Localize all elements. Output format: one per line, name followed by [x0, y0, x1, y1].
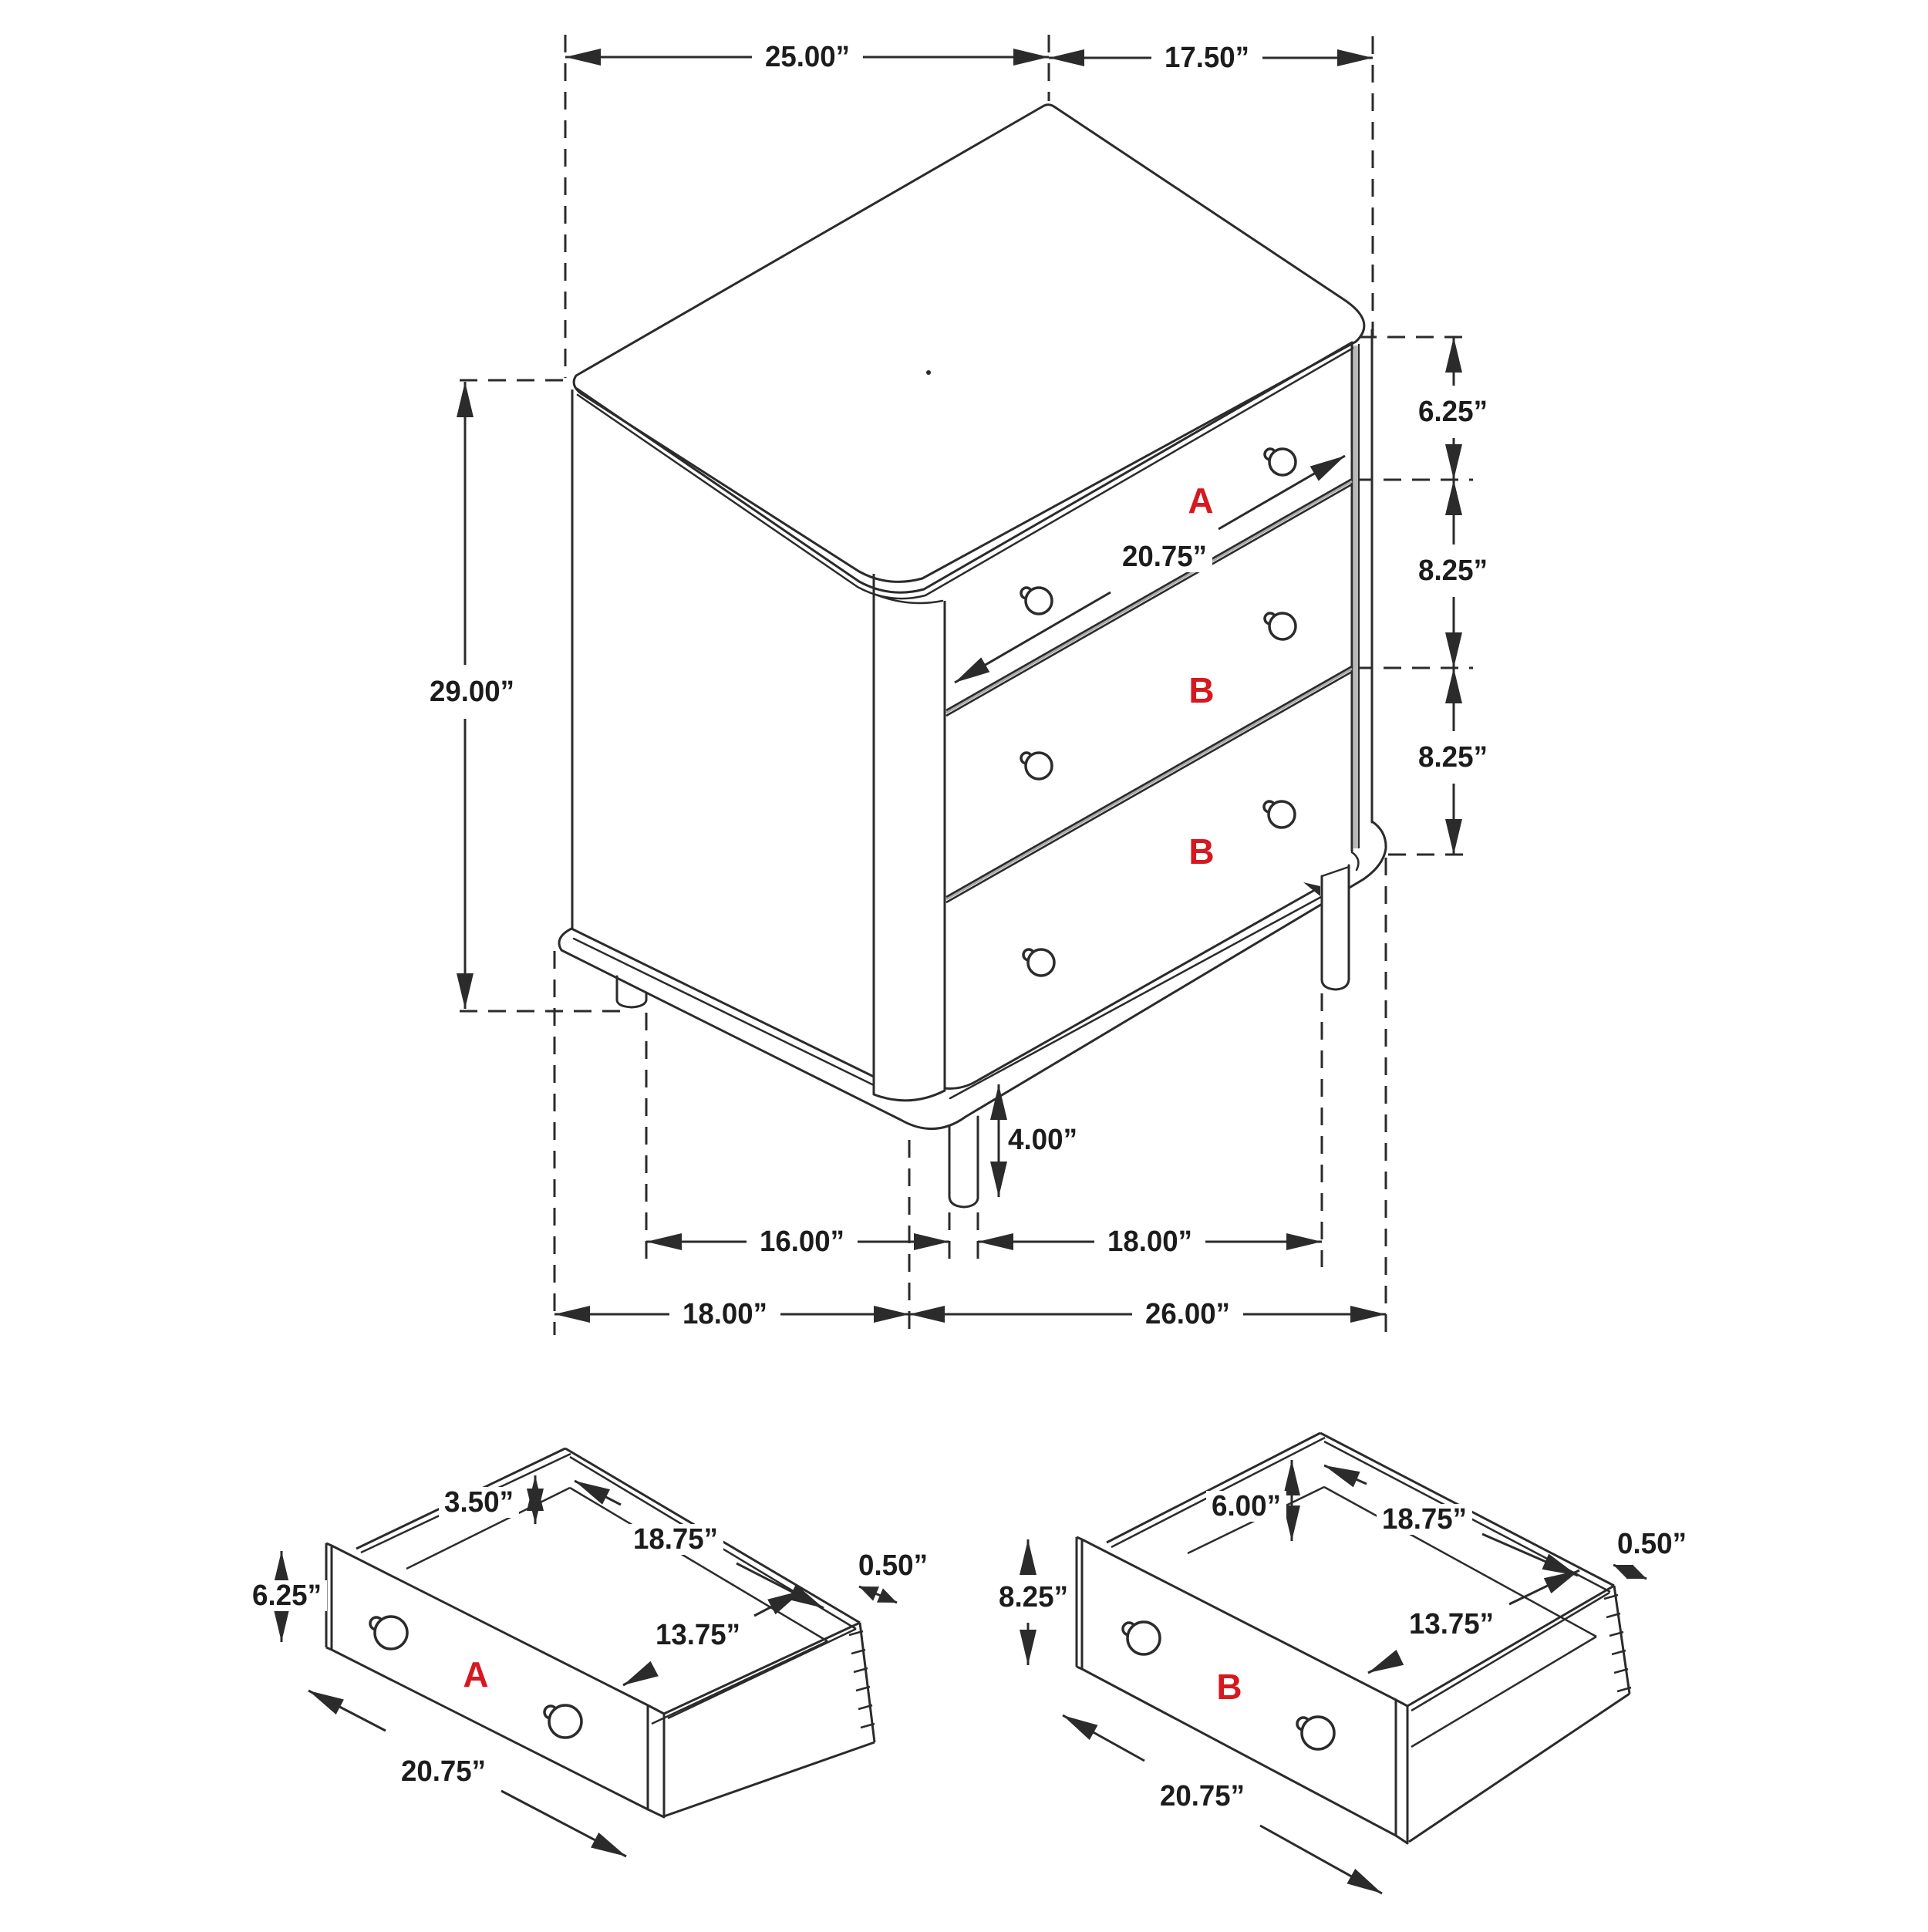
svg-text:B: B — [1216, 1667, 1242, 1707]
svg-text:0.50”: 0.50” — [1617, 1528, 1687, 1560]
svg-text:B: B — [1188, 670, 1214, 710]
svg-text:20.75”: 20.75” — [1160, 1780, 1245, 1812]
svg-text:18.00”: 18.00” — [683, 1298, 767, 1330]
svg-text:3.50”: 3.50” — [444, 1486, 514, 1519]
svg-text:18.75”: 18.75” — [1382, 1503, 1467, 1536]
svg-text:A: A — [1188, 480, 1213, 521]
svg-text:0.50”: 0.50” — [858, 1549, 928, 1582]
svg-text:26.00”: 26.00” — [1145, 1298, 1230, 1330]
svg-text:29.00”: 29.00” — [430, 676, 514, 708]
svg-text:A: A — [463, 1654, 488, 1694]
svg-text:6.00”: 6.00” — [1212, 1490, 1281, 1522]
svg-text:16.00”: 16.00” — [760, 1226, 844, 1258]
svg-text:8.25”: 8.25” — [1418, 555, 1488, 587]
svg-text:20.75”: 20.75” — [401, 1755, 486, 1788]
svg-text:20.75”: 20.75” — [1122, 541, 1207, 573]
svg-text:B: B — [1188, 831, 1214, 872]
svg-text:18.75”: 18.75” — [633, 1523, 718, 1556]
svg-text:8.25”: 8.25” — [1418, 741, 1488, 774]
svg-text:13.75”: 13.75” — [1409, 1608, 1494, 1640]
svg-text:4.00”: 4.00” — [1008, 1124, 1077, 1156]
svg-text:17.50”: 17.50” — [1165, 42, 1249, 74]
svg-text:6.25”: 6.25” — [1418, 396, 1488, 428]
svg-text:6.25”: 6.25” — [252, 1580, 322, 1612]
svg-text:8.25”: 8.25” — [999, 1581, 1068, 1613]
svg-text:25.00”: 25.00” — [765, 41, 850, 73]
svg-text:13.75”: 13.75” — [656, 1619, 740, 1651]
svg-text:18.00”: 18.00” — [1107, 1226, 1192, 1258]
